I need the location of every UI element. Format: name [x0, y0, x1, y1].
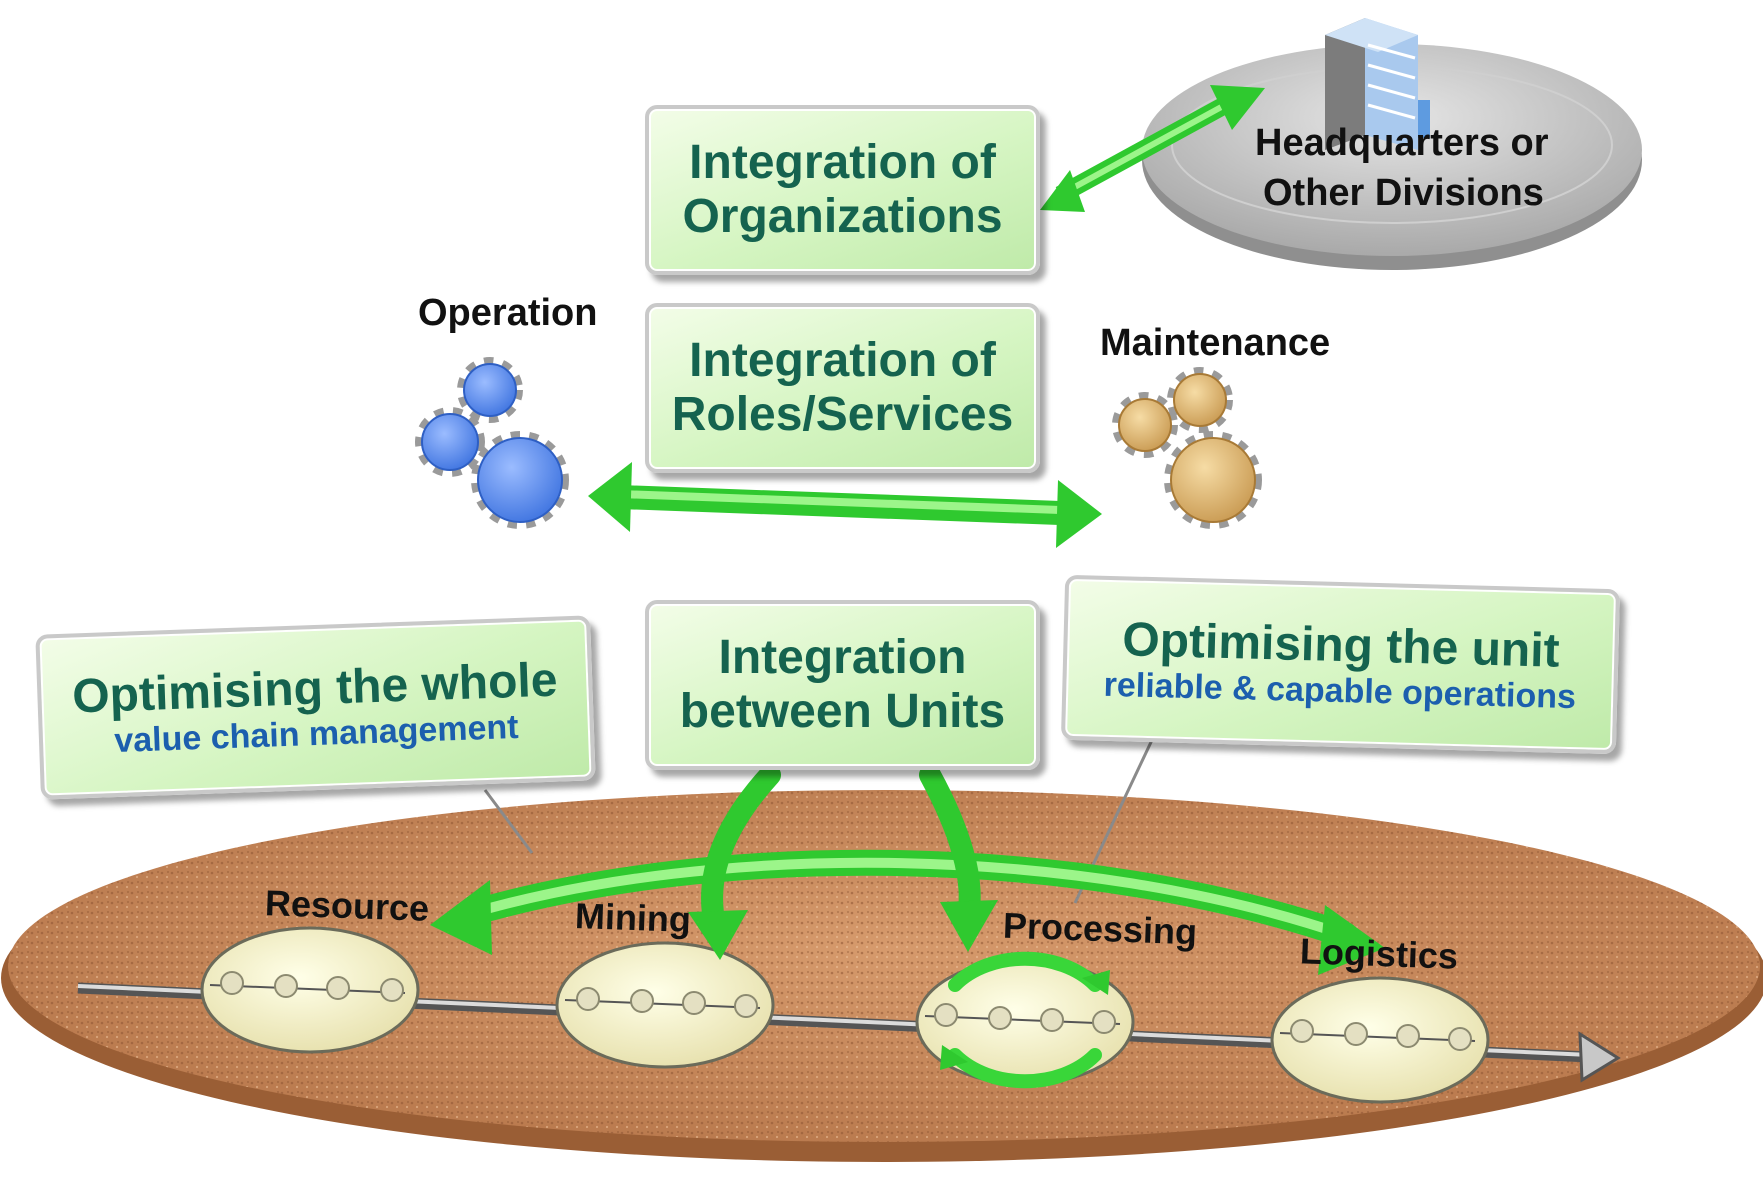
- building-icon: [1325, 18, 1430, 150]
- stage-label-mining: Mining: [574, 894, 692, 941]
- box-integration-roles: Integration of Roles/Services: [645, 303, 1040, 473]
- box-integration-organizations: Integration of Organizations: [645, 105, 1040, 275]
- stage-label-logistics: Logistics: [1299, 930, 1459, 977]
- box-optimising-whole: Optimising the whole value chain managem…: [35, 615, 596, 800]
- arc-arrowhead-left: [430, 880, 492, 955]
- headquarters-label-line1: Headquarters or: [1255, 122, 1549, 164]
- integration-units-line2: between Units: [679, 685, 1006, 738]
- operation-label: Operation: [418, 292, 598, 334]
- organizations-hq-arrow: [1040, 85, 1265, 212]
- maintenance-gears-icon: [1112, 367, 1262, 529]
- box-integration-units: Integration between Units: [645, 600, 1040, 770]
- arc-arrowhead-right: [1318, 905, 1385, 975]
- integration-units-line1: Integration: [718, 631, 967, 685]
- stage-label-processing: Processing: [1002, 904, 1198, 953]
- integration-roles-line2: Roles/Services: [671, 388, 1014, 441]
- headquarters-label-line2: Other Divisions: [1263, 172, 1544, 214]
- stage-disk-logistics: [1270, 976, 1490, 1104]
- operation-gears-icon: [415, 357, 569, 529]
- units-curved-arrows: [688, 764, 998, 960]
- headquarters-platform: [1142, 44, 1642, 270]
- stage-label-resource: Resource: [264, 882, 430, 929]
- stage-node-chains: [209, 971, 1476, 1051]
- integration-org-line2: Organizations: [682, 190, 1003, 243]
- operation-maintenance-arrow: [588, 462, 1102, 548]
- pointer-line-whole: [483, 789, 534, 854]
- maintenance-label: Maintenance: [1100, 322, 1331, 364]
- box-optimising-unit: Optimising the unit reliable & capable o…: [1060, 574, 1621, 755]
- integration-roles-line1: Integration of: [689, 334, 996, 388]
- cycle-arrows-icon: [940, 951, 1110, 1089]
- integration-org-line1: Integration of: [689, 136, 996, 190]
